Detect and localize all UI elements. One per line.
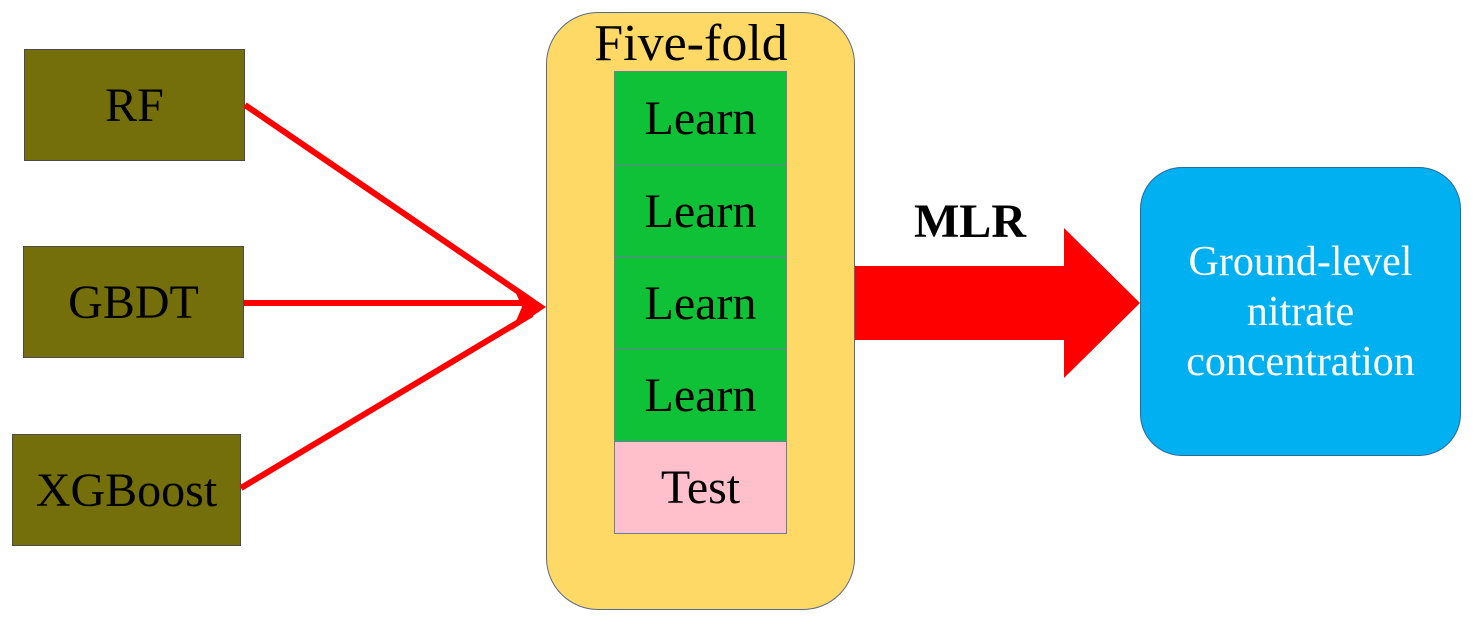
rf-connector-line <box>243 102 534 304</box>
output-box: Ground-level nitrate concentration <box>1140 167 1461 456</box>
fold-label: Learn <box>644 184 757 238</box>
output-line: concentration <box>1186 338 1415 385</box>
fold-label: Learn <box>644 277 757 330</box>
fold-learn-2: Learn <box>614 164 787 258</box>
mlr-label: MLR <box>914 195 1026 248</box>
output-line: nitrate <box>1246 288 1355 335</box>
fold-label: Learn <box>644 91 757 145</box>
gbdt-model-box: GBDT <box>23 246 244 358</box>
fold-label: Test <box>660 461 741 514</box>
rf-model-box: RF <box>24 49 245 161</box>
output-line: Ground-level <box>1188 238 1413 285</box>
gbdt-model-label: GBDT <box>68 275 199 329</box>
five-fold-title: Five-fold <box>594 15 788 72</box>
rf-model-label: RF <box>105 78 164 132</box>
fold-learn-1: Learn <box>614 71 787 165</box>
xgboost-model-box: XGBoost <box>12 434 241 546</box>
fold-test: Test <box>614 441 787 534</box>
merge-arrowhead <box>512 284 546 330</box>
xgboost-connector-line <box>239 311 534 491</box>
mlr-block-arrow <box>855 228 1140 378</box>
fold-label: Learn <box>644 369 757 422</box>
xgboost-model-label: XGBoost <box>35 463 218 517</box>
fold-learn-4: Learn <box>614 349 787 442</box>
fold-learn-3: Learn <box>614 257 787 350</box>
output-text: Ground-level nitrate concentration <box>1186 237 1415 387</box>
